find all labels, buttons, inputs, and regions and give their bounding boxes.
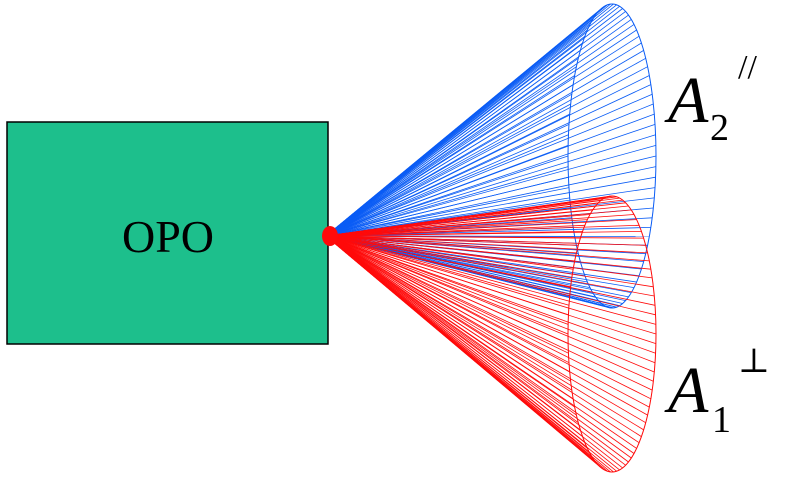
red-cone-ray (325, 202, 626, 237)
red-cone-ray (325, 235, 642, 437)
blue-cone-ray (325, 166, 569, 237)
red-cone-ray (325, 235, 632, 459)
red-beam-label: A 1 ⊥ (664, 343, 770, 441)
blue-cone-ray (325, 35, 640, 237)
blue-cone-ray (325, 103, 571, 237)
red-cone-ray (325, 235, 653, 279)
red-cone-ray (325, 235, 575, 408)
blue-cone-ray (325, 176, 569, 237)
red-cone-ray (325, 235, 571, 382)
blue-cone-ray (325, 50, 644, 237)
blue-cone-ray (325, 24, 635, 237)
red-cone-ray (325, 235, 656, 364)
blue-cone-ray (325, 197, 570, 237)
blue-cone-ray (325, 124, 656, 237)
blue-cone-ray (325, 235, 591, 288)
red-cone-ray (325, 235, 569, 344)
red-cone-ray (325, 199, 623, 237)
red-cone-ray (325, 235, 650, 262)
blue-beam-symbol: A (664, 64, 709, 137)
blue-cone-ray (325, 227, 651, 237)
red-cone-ray (325, 235, 569, 335)
red-cone-ray (325, 224, 640, 237)
red-cone-ray (325, 235, 570, 306)
blue-cone-ray (325, 3, 614, 237)
blue-cone-ray (325, 166, 656, 237)
red-cone-ray (325, 235, 656, 316)
red-cone-ray (325, 235, 646, 246)
red-cone-ray (325, 235, 648, 254)
opo-label: OPO (122, 211, 214, 262)
red-cone-ray (325, 235, 570, 364)
red-cone-ray (325, 235, 569, 325)
blue-cone-ray (325, 134, 656, 237)
blue-cone-ray (325, 113, 655, 237)
blue-beam-superscript: // (738, 49, 757, 86)
blue-cone-ray (325, 8, 623, 237)
red-cone-ray (325, 235, 656, 354)
red-cone-ray (325, 235, 653, 391)
emission-point (322, 226, 338, 246)
blue-cone-ray (325, 145, 657, 237)
red-cone-ray (325, 235, 657, 335)
blue-cone-ray (325, 103, 654, 237)
red-cone-ray (325, 235, 586, 444)
red-beam-superscript: ⊥ (738, 343, 770, 380)
red-cone-ray (325, 235, 657, 325)
red-cone-ray (325, 235, 655, 297)
red-cone-ray (325, 235, 570, 373)
red-cone-ray (325, 235, 651, 270)
blue-cone-ray (325, 42, 642, 237)
red-cone-ray (325, 235, 656, 306)
blue-cone-ray (325, 84, 651, 237)
red-cone-ray (325, 235, 651, 400)
opo-box (6, 121, 329, 345)
blue-cone-ray (325, 11, 626, 237)
red-cone-ray (325, 235, 572, 279)
red-cone-ray (325, 235, 588, 449)
red-cone-ray (325, 235, 579, 424)
red-cone-ray (325, 209, 632, 237)
red-cone-ray (325, 235, 577, 416)
red-cone-ray (325, 235, 573, 391)
blue-cone-ray (325, 66, 648, 237)
blue-beam-subscript: 2 (710, 107, 729, 149)
red-cone-ray (325, 235, 654, 288)
blue-cone-ray (325, 19, 632, 237)
red-cone-ray (325, 231, 642, 237)
red-cone-ray (325, 235, 581, 431)
red-cone-ray (325, 235, 569, 354)
blue-cone-ray (325, 187, 570, 237)
red-cone-ray (325, 219, 637, 237)
blue-cone-ray (325, 29, 637, 237)
red-cone-ray (325, 235, 574, 400)
red-beam-cone (322, 195, 657, 473)
blue-cone-ray (325, 14, 629, 237)
blue-cone-ray (325, 134, 569, 237)
red-cone-ray (325, 235, 646, 424)
red-cone-ray (325, 235, 569, 316)
blue-cone-ray (325, 93, 653, 237)
red-cone-ray (325, 235, 655, 373)
blue-cone-ray (325, 4, 617, 237)
red-beam-symbol: A (664, 354, 709, 427)
red-cone-ray (325, 214, 635, 237)
blue-cone-ray (325, 235, 596, 298)
red-cone-ray (325, 235, 644, 431)
red-cone-ray (325, 235, 644, 239)
blue-beam-label: A 2 // (664, 49, 757, 149)
red-beam-subscript: 1 (712, 399, 731, 441)
blue-cone-ray (325, 57, 646, 237)
blue-cone-ray (325, 5, 620, 237)
red-cone-ray (325, 235, 583, 437)
blue-cone-ray (325, 176, 656, 237)
red-cone-ray (325, 205, 629, 237)
blue-cone-ray (325, 75, 650, 237)
